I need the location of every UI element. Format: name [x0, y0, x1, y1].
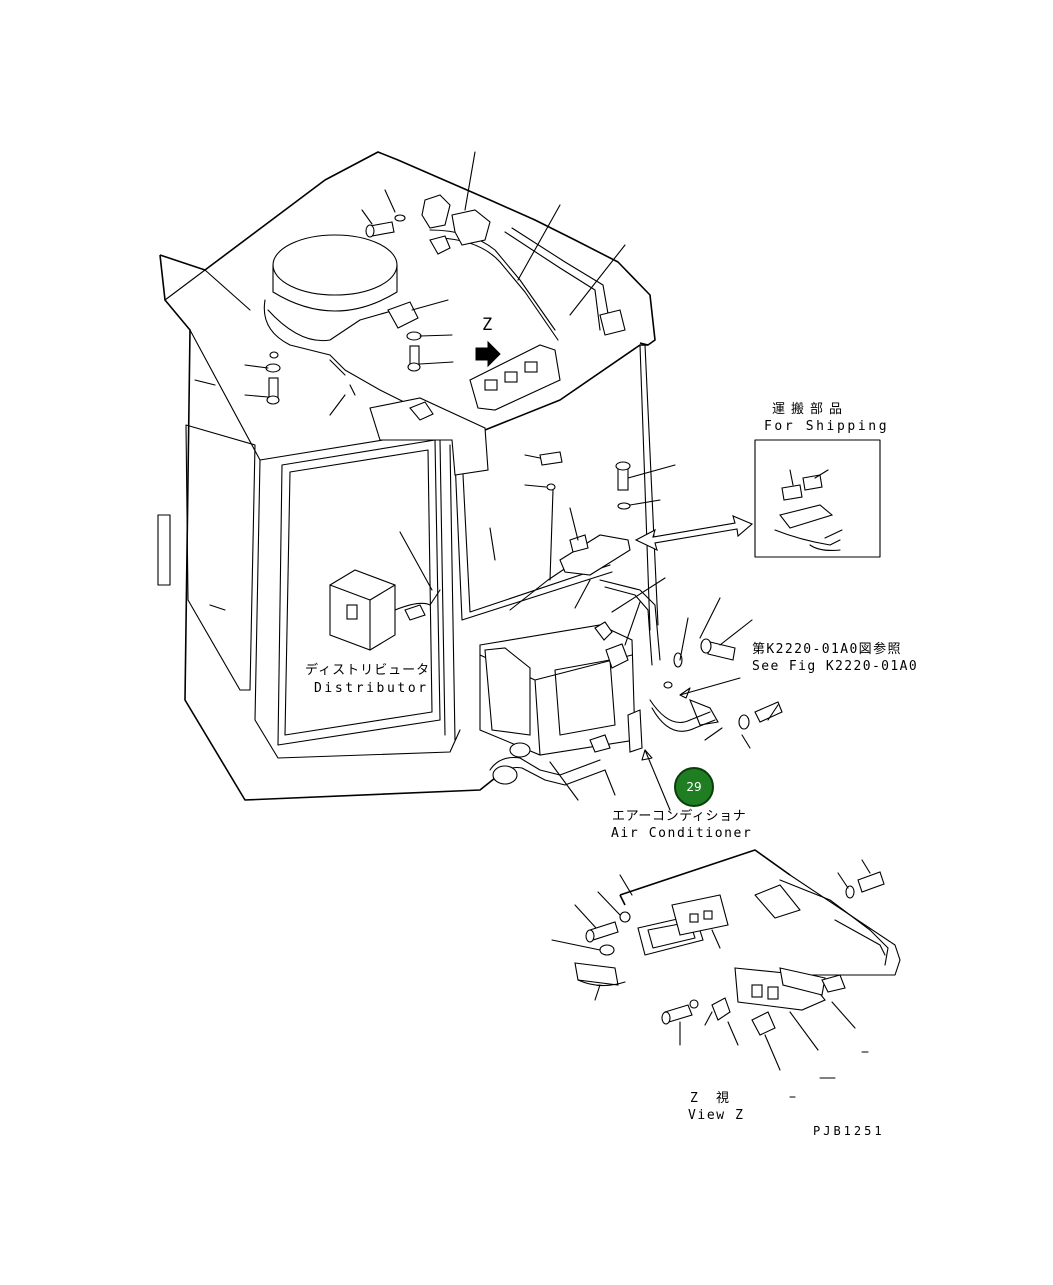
- drawing-code: PJB1251: [813, 1124, 885, 1138]
- aircon-label-jp: エアーコンディショナ: [612, 809, 747, 824]
- double-arrow: [634, 515, 754, 552]
- roof-fasteners: [265, 214, 631, 510]
- roof-components: [263, 194, 626, 476]
- view-z-detail: [551, 849, 901, 1098]
- view-z-arrow: [475, 340, 501, 368]
- shipping-label-jp: 運搬部品: [772, 402, 849, 417]
- front-wiring: [547, 489, 661, 666]
- shipping-label-en: For Shipping: [764, 419, 890, 434]
- aircon-label-en: Air Conditioner: [611, 826, 753, 841]
- shipping-inset: [754, 439, 881, 558]
- callout-29[interactable]: 29: [674, 767, 714, 807]
- side-fasteners: [649, 638, 783, 732]
- see-fig-label-en: See Fig K2220-01A0: [752, 659, 919, 674]
- air-conditioner-unit: [479, 621, 643, 786]
- view-z-label-jp: Z 視: [690, 1091, 732, 1106]
- view-letter-z: Z: [482, 315, 495, 335]
- see-fig-label-jp: 第K2220-01A0図参照: [752, 642, 902, 657]
- distributor-label-jp: ディストリビュータ: [305, 663, 431, 678]
- cab-body: [157, 151, 659, 801]
- distributor-box: [329, 569, 441, 651]
- view-z-label-en: View Z: [688, 1108, 745, 1123]
- leader-lines: [244, 151, 779, 811]
- distributor-label-en: Distributor: [314, 681, 429, 696]
